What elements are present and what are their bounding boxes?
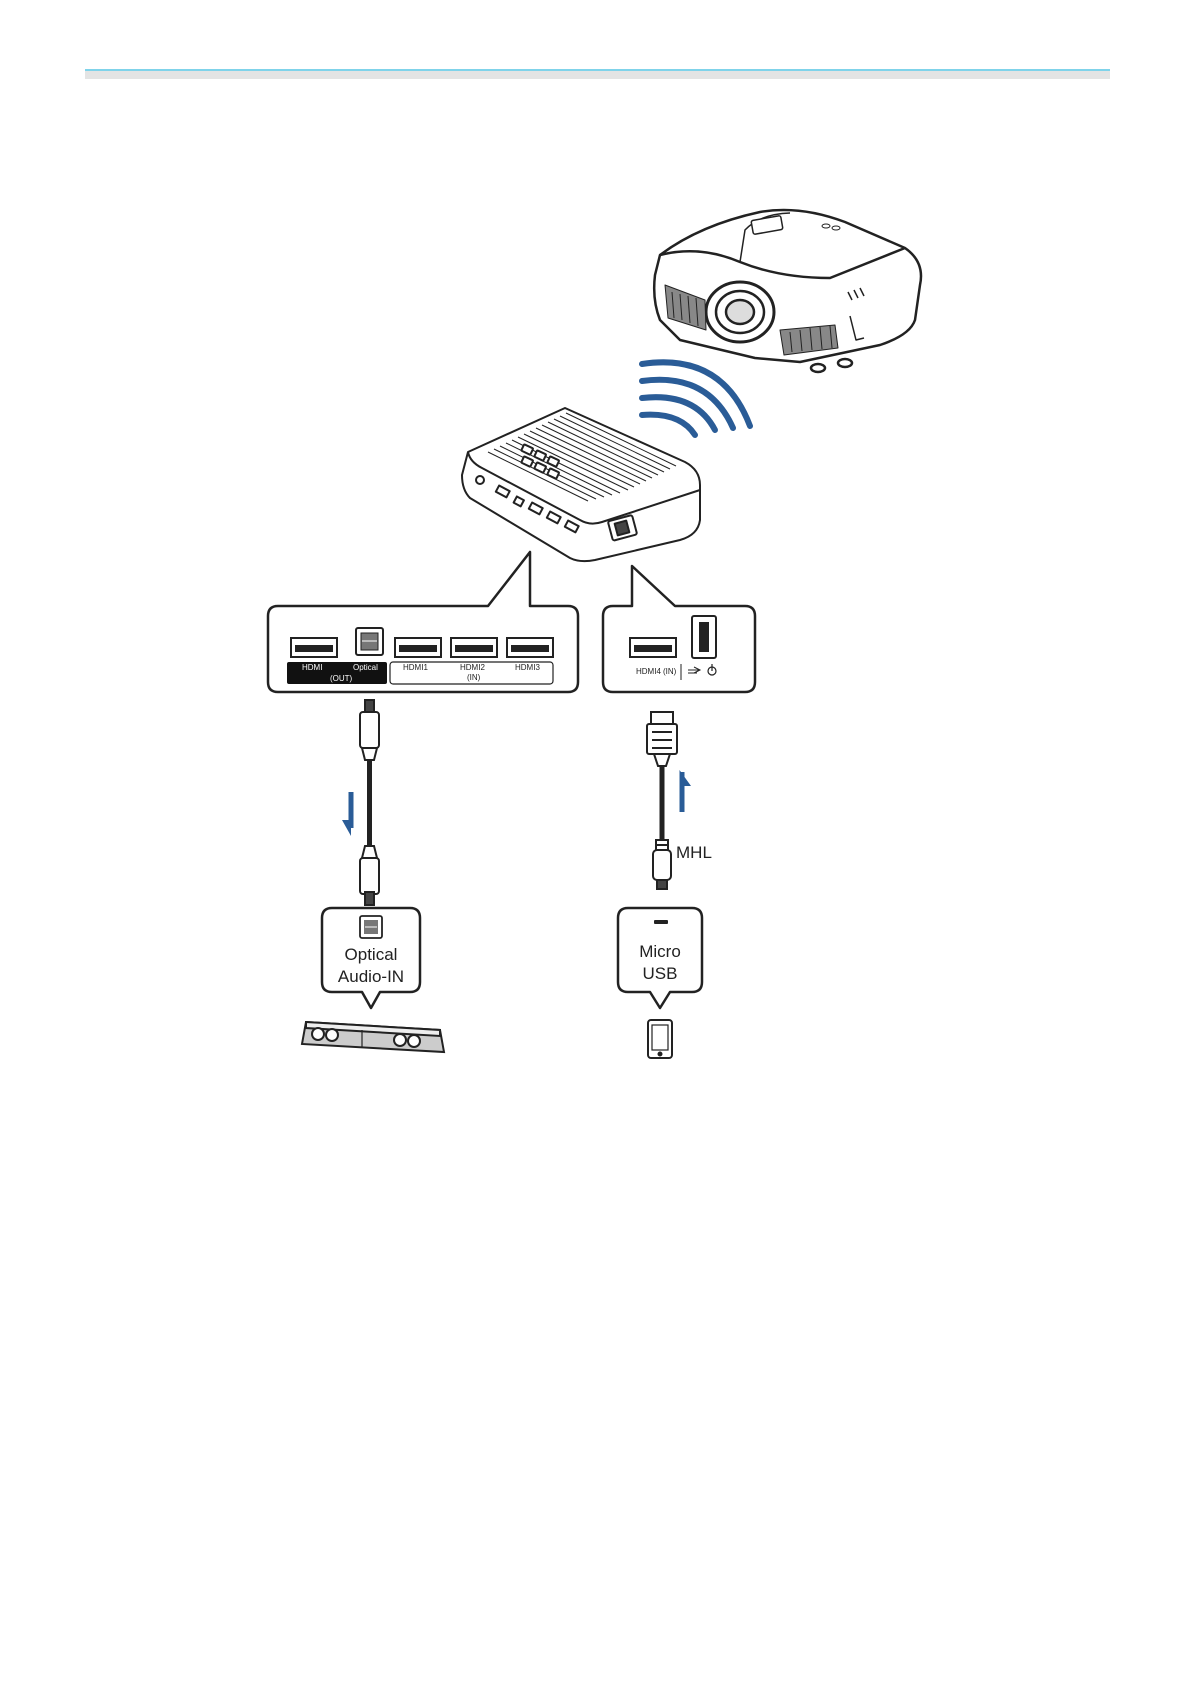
smartphone-icon [648,1020,672,1058]
optical-cable-direction-arrow [342,792,351,836]
hdmi-out-sub-label: (OUT) [330,674,353,683]
micro-usb-callout-line2: USB [643,964,678,983]
projector-icon [654,210,921,372]
hdmi3-label: HDMI3 [515,663,540,672]
micro-usb-callout: Micro USB [618,908,702,1008]
hdmi2-label: HDMI2 [460,663,485,672]
optical-callout-line1: Optical [345,945,398,964]
soundbar-icon [302,1022,444,1052]
hdmi4-sub-label: (IN) [663,667,677,676]
hdmi2-sub-label: (IN) [467,673,481,682]
hdmi-plug-icon [647,712,677,889]
micro-usb-callout-line1: Micro [639,942,681,961]
wireless-signal-icon [642,362,750,435]
optical-audio-in-callout: Optical Audio-IN [322,908,420,1008]
side-port-panel: HDMI4 (IN) [603,566,755,692]
optical-port-label: Optical [353,663,378,672]
micro-usb-port-icon [654,920,668,924]
hdmi1-label: HDMI1 [403,663,428,672]
optical-cable [360,700,379,905]
optical-callout-line2: Audio-IN [338,967,404,986]
mhl-cable-direction-arrow [680,770,692,812]
transmitter-port-panel: HDMI (OUT) Optical HDMI1 HDMI2 (IN) HDMI… [268,552,578,692]
hdmi4-label: HDMI4 [636,667,661,676]
hdmi-out-label: HDMI [302,663,322,672]
mhl-label: MHL [676,843,712,862]
transmitter-icon [462,408,700,561]
